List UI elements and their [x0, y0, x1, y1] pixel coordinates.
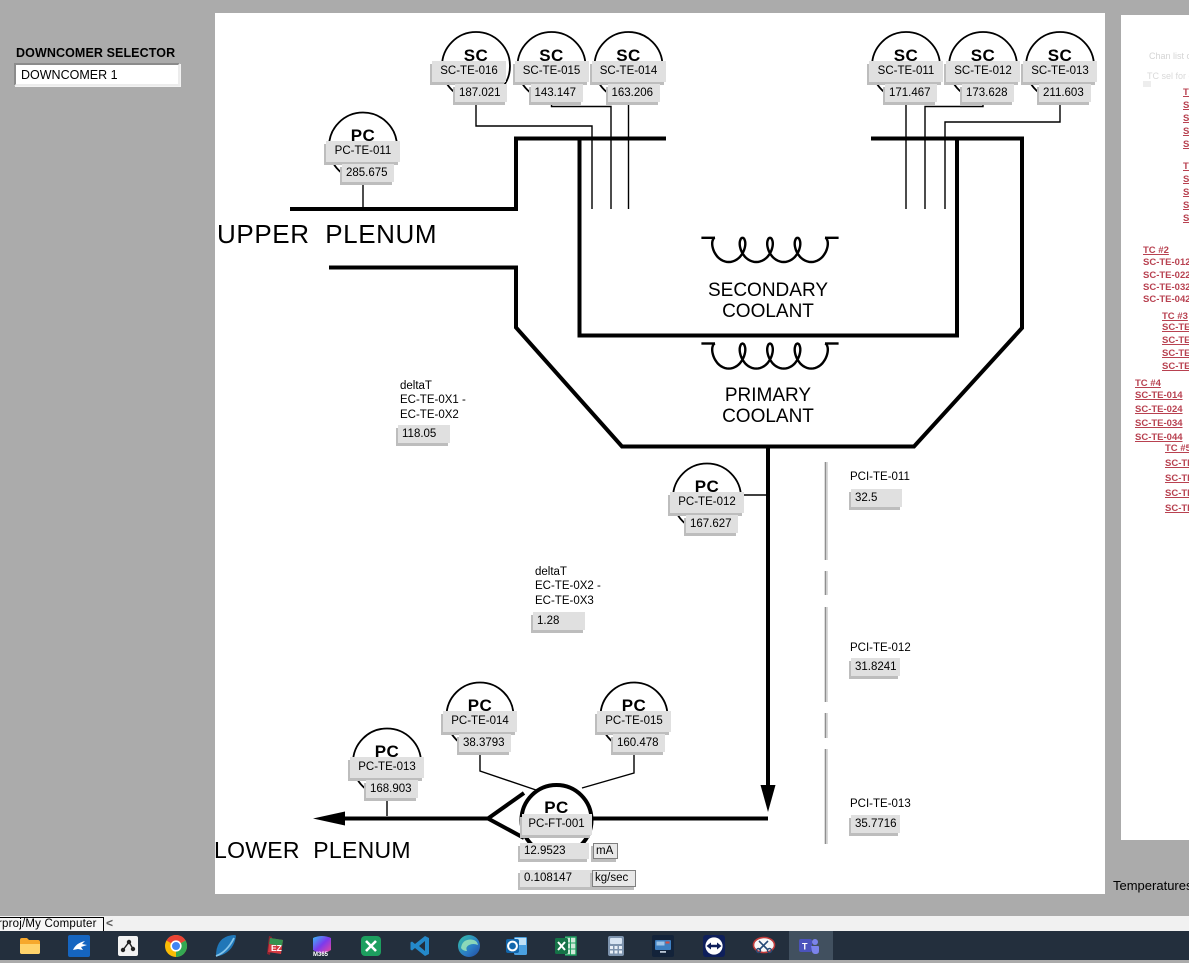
- svg-text:T: T: [802, 942, 808, 952]
- svg-text:M365: M365: [313, 952, 329, 958]
- svg-text:EZ: EZ: [271, 943, 282, 953]
